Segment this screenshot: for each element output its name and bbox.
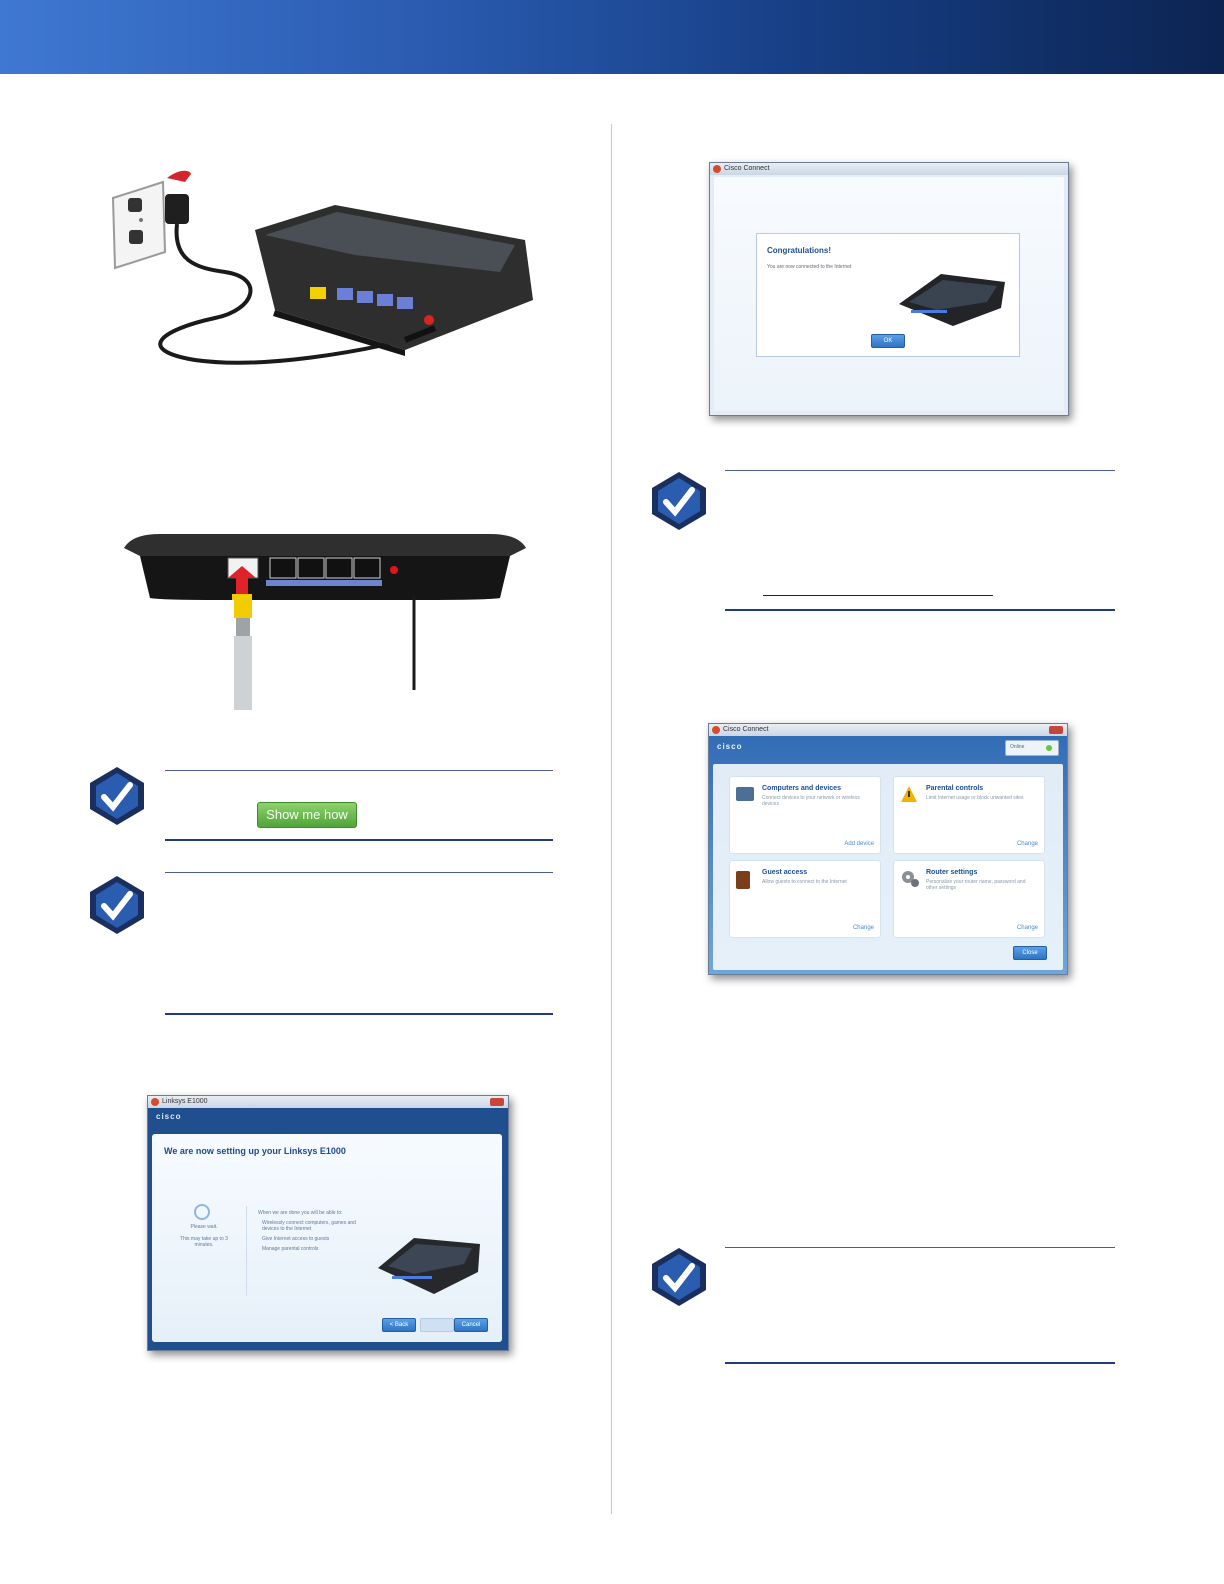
status-text: Online <box>1010 744 1025 750</box>
cisco-connect-window-screenshot: Cisco Connect cisco Online Computers and… <box>708 723 1068 975</box>
gear-icon <box>902 871 919 887</box>
tile-parental-controls[interactable]: Parental controls Limit Internet usage o… <box>893 776 1045 854</box>
ok-button[interactable]: OK <box>871 334 905 348</box>
computer-icon <box>736 787 754 801</box>
tile-desc: Limit Internet usage or block unwanted s… <box>926 795 1024 801</box>
tile-title: Computers and devices <box>762 785 841 792</box>
tile-title: Guest access <box>762 869 808 876</box>
power-outlet-icon <box>111 180 167 270</box>
back-button[interactable]: < Back <box>382 1318 416 1332</box>
check-note-icon <box>652 1248 706 1306</box>
close-icon[interactable] <box>490 1098 504 1106</box>
online-dot-icon <box>1046 745 1052 751</box>
add-device-link[interactable]: Add device <box>844 841 874 847</box>
router-icon <box>899 274 1005 326</box>
setup-heading: We are now setting up your Linksys E1000 <box>164 1146 346 1156</box>
window-titlebar: Linksys E1000 <box>148 1096 508 1108</box>
time-text: This may take up to 3 minutes. <box>180 1236 228 1248</box>
setup-bullet: Wirelessly connect computers, games and … <box>262 1220 356 1232</box>
setup-bullet: Give Internet access to guests <box>262 1236 330 1242</box>
tile-desc: Connect devices to your network or wirel… <box>762 795 860 807</box>
close-icon[interactable] <box>1049 726 1063 734</box>
spinner-icon <box>194 1204 210 1220</box>
header-band <box>0 0 1224 74</box>
note-rule <box>725 470 1115 471</box>
tile-computers-devices[interactable]: Computers and devices Connect devices to… <box>729 776 881 854</box>
next-button-disabled <box>420 1318 454 1332</box>
check-note-icon <box>90 767 144 825</box>
note-rule <box>725 609 1115 611</box>
note-rule <box>165 872 553 873</box>
change-link[interactable]: Change <box>852 925 874 931</box>
router-back-panel-illustration <box>124 534 526 710</box>
congratulations-window-screenshot: Cisco Connect Congratulations! You are n… <box>709 162 1069 416</box>
window-titlebar: Cisco Connect <box>710 163 1068 175</box>
guest-door-icon <box>736 871 750 889</box>
tile-desc: Personalize your router name, password a… <box>926 879 1026 891</box>
show-me-how-button[interactable]: Show me how <box>257 802 357 828</box>
setup-window-screenshot: Linksys E1000 cisco We are now setting u… <box>147 1095 509 1351</box>
window-titlebar: Cisco Connect <box>709 724 1067 736</box>
router-power-illustration <box>111 170 533 365</box>
tile-title: Parental controls <box>926 785 984 792</box>
cisco-logo: cisco <box>156 1112 182 1121</box>
change-link[interactable]: Change <box>1016 841 1038 847</box>
setup-bullet: Manage parental controls <box>262 1246 319 1252</box>
note-rule <box>165 1013 553 1015</box>
cancel-button[interactable]: Cancel <box>454 1318 488 1332</box>
url-underline <box>763 595 993 596</box>
close-button[interactable]: Close <box>1013 946 1047 960</box>
tile-router-settings[interactable]: Router settings Personalize your router … <box>893 860 1045 938</box>
note-rule <box>725 1247 1115 1248</box>
congratulations-heading: Congratulations! <box>767 246 831 255</box>
status-indicator: Online <box>1005 740 1059 756</box>
router-icon <box>255 205 533 356</box>
note-rule <box>725 1362 1115 1364</box>
note-rule <box>165 770 553 771</box>
ethernet-cable-icon <box>234 600 252 710</box>
tile-guest-access[interactable]: Guest access Allow guests to connect to … <box>729 860 881 938</box>
congratulations-dialog: Congratulations! You are now connected t… <box>756 233 1020 357</box>
wait-text: Please wait. <box>190 1224 218 1230</box>
router-icon <box>378 1238 480 1294</box>
tile-title: Router settings <box>926 869 978 876</box>
setup-panel: We are now setting up your Linksys E1000… <box>152 1134 502 1342</box>
warning-icon <box>901 786 917 802</box>
cisco-logo: cisco <box>717 742 743 751</box>
check-note-icon <box>652 472 706 530</box>
setup-intro: When we are done you will be able to: <box>258 1210 343 1216</box>
check-note-icon <box>90 876 144 934</box>
tile-desc: Allow guests to connect to the Internet <box>762 879 847 885</box>
connected-message: You are now connected to the Internet <box>767 264 852 270</box>
change-link[interactable]: Change <box>1016 925 1038 931</box>
column-divider <box>611 124 612 1514</box>
note-rule <box>165 839 553 841</box>
